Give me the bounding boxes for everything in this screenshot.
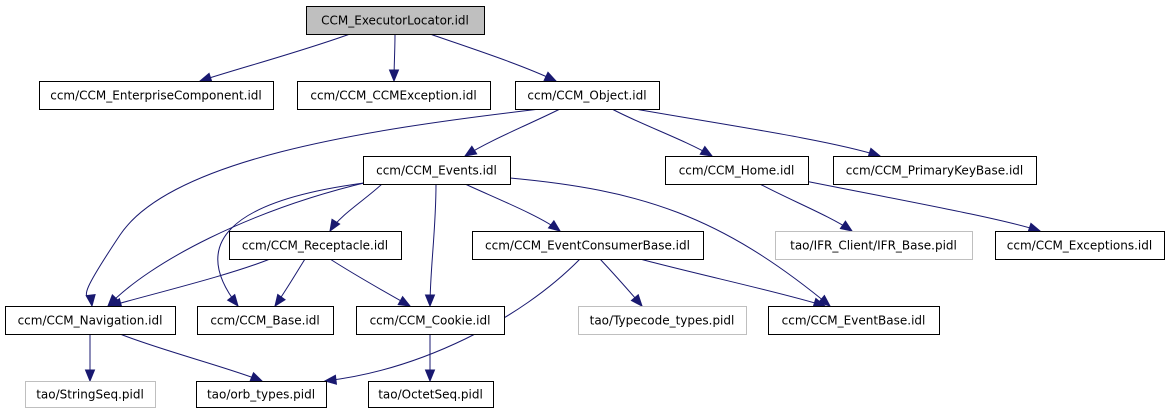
- node-orbtypes[interactable]: tao/orb_types.pidl: [196, 381, 327, 408]
- node-enterprise-label: ccm/CCM_EnterpriseComponent.idl: [50, 89, 262, 103]
- edge-root-to-object: [429, 33, 558, 82]
- node-receptacle-label: ccm/CCM_Receptacle.idl: [242, 239, 388, 253]
- node-ccmexception[interactable]: ccm/CCM_CCMException.idl: [297, 81, 491, 110]
- dependency-nodes: CCM_ExecutorLocator.idl ccm/CCM_Enterpris…: [5, 6, 1165, 408]
- node-cookie[interactable]: ccm/CCM_Cookie.idl: [356, 306, 505, 335]
- edge-root-to-ccmexception: [388, 33, 400, 83]
- node-events-label: ccm/CCM_Events.idl: [376, 164, 497, 178]
- node-ccmexception-label: ccm/CCM_CCMException.idl: [310, 89, 476, 103]
- node-exceptions-label: ccm/CCM_Exceptions.idl: [1007, 239, 1152, 253]
- node-primarykey[interactable]: ccm/CCM_PrimaryKeyBase.idl: [833, 156, 1037, 185]
- edge-object-to-home: [611, 108, 714, 157]
- edge-home-to-exceptions: [799, 179, 1042, 233]
- edge-navigation-to-stringseq: [84, 334, 96, 383]
- node-object[interactable]: ccm/CCM_Object.idl: [515, 81, 660, 110]
- node-home-label: ccm/CCM_Home.idl: [679, 164, 795, 178]
- node-enterprise[interactable]: ccm/CCM_EnterpriseComponent.idl: [39, 81, 274, 110]
- node-eventbase-label: ccm/CCM_EventBase.idl: [782, 314, 926, 328]
- node-typecode: tao/Typecode_types.pidl: [578, 306, 747, 335]
- edge-object-to-navigation: [85, 108, 541, 308]
- edge-cookie-to-octetseq: [424, 334, 436, 383]
- dependency-edges: [84, 33, 1042, 385]
- edge-navigation-to-orbtypes: [119, 333, 264, 382]
- node-octetseq[interactable]: tao/OctetSeq.pidl: [368, 381, 494, 408]
- edge-consumerbase-to-eventbase: [639, 258, 827, 308]
- edge-consumerbase-to-typecode: [599, 258, 643, 308]
- node-primarykey-label: ccm/CCM_PrimaryKeyBase.idl: [846, 164, 1024, 178]
- node-ifrclient: tao/IFR_Client/IFR_Base.pidl: [775, 231, 973, 260]
- edge-home-to-ifrclient: [759, 183, 854, 232]
- node-object-label: ccm/CCM_Object.idl: [527, 89, 646, 103]
- edge-receptacle-to-cookie: [329, 258, 412, 307]
- edge-receptacle-to-navigation: [108, 258, 271, 308]
- node-navigation-label: ccm/CCM_Navigation.idl: [18, 314, 163, 328]
- node-root-label: CCM_ExecutorLocator.idl: [321, 14, 469, 28]
- node-base-label: ccm/CCM_Base.idl: [210, 314, 319, 328]
- node-ifrclient-label: tao/IFR_Client/IFR_Base.pidl: [790, 239, 957, 253]
- edge-root-to-enterprise: [198, 33, 351, 83]
- node-home[interactable]: ccm/CCM_Home.idl: [665, 156, 809, 185]
- node-octetseq-label: tao/OctetSeq.pidl: [378, 388, 483, 402]
- edge-events-to-base: [217, 181, 373, 308]
- edge-receptacle-to-base: [274, 258, 306, 308]
- edge-events-to-consumerbase: [464, 183, 562, 232]
- edge-events-to-eventbase: [509, 177, 832, 307]
- node-base[interactable]: ccm/CCM_Base.idl: [197, 306, 334, 335]
- edge-consumerbase-to-orbtypes: [323, 258, 581, 385]
- edge-object-to-primarykey: [634, 108, 882, 158]
- edge-events-to-receptacle: [329, 183, 383, 233]
- node-root[interactable]: CCM_ExecutorLocator.idl: [306, 6, 485, 35]
- edge-events-to-cookie: [424, 183, 437, 308]
- node-stringseq-label: tao/StringSeq.pidl: [36, 388, 144, 402]
- node-consumerbase-label: ccm/CCM_EventConsumerBase.idl: [485, 239, 690, 253]
- node-orbtypes-label: tao/orb_types.pidl: [207, 388, 315, 402]
- node-navigation[interactable]: ccm/CCM_Navigation.idl: [5, 306, 176, 335]
- node-stringseq: tao/StringSeq.pidl: [25, 381, 156, 408]
- node-consumerbase[interactable]: ccm/CCM_EventConsumerBase.idl: [472, 231, 704, 260]
- node-exceptions[interactable]: ccm/CCM_Exceptions.idl: [995, 231, 1165, 260]
- node-receptacle[interactable]: ccm/CCM_Receptacle.idl: [229, 231, 402, 260]
- node-typecode-label: tao/Typecode_types.pidl: [590, 314, 735, 328]
- node-events[interactable]: ccm/CCM_Events.idl: [363, 156, 511, 185]
- node-eventbase[interactable]: ccm/CCM_EventBase.idl: [768, 306, 940, 335]
- node-cookie-label: ccm/CCM_Cookie.idl: [370, 314, 491, 328]
- edge-object-to-events: [463, 108, 561, 157]
